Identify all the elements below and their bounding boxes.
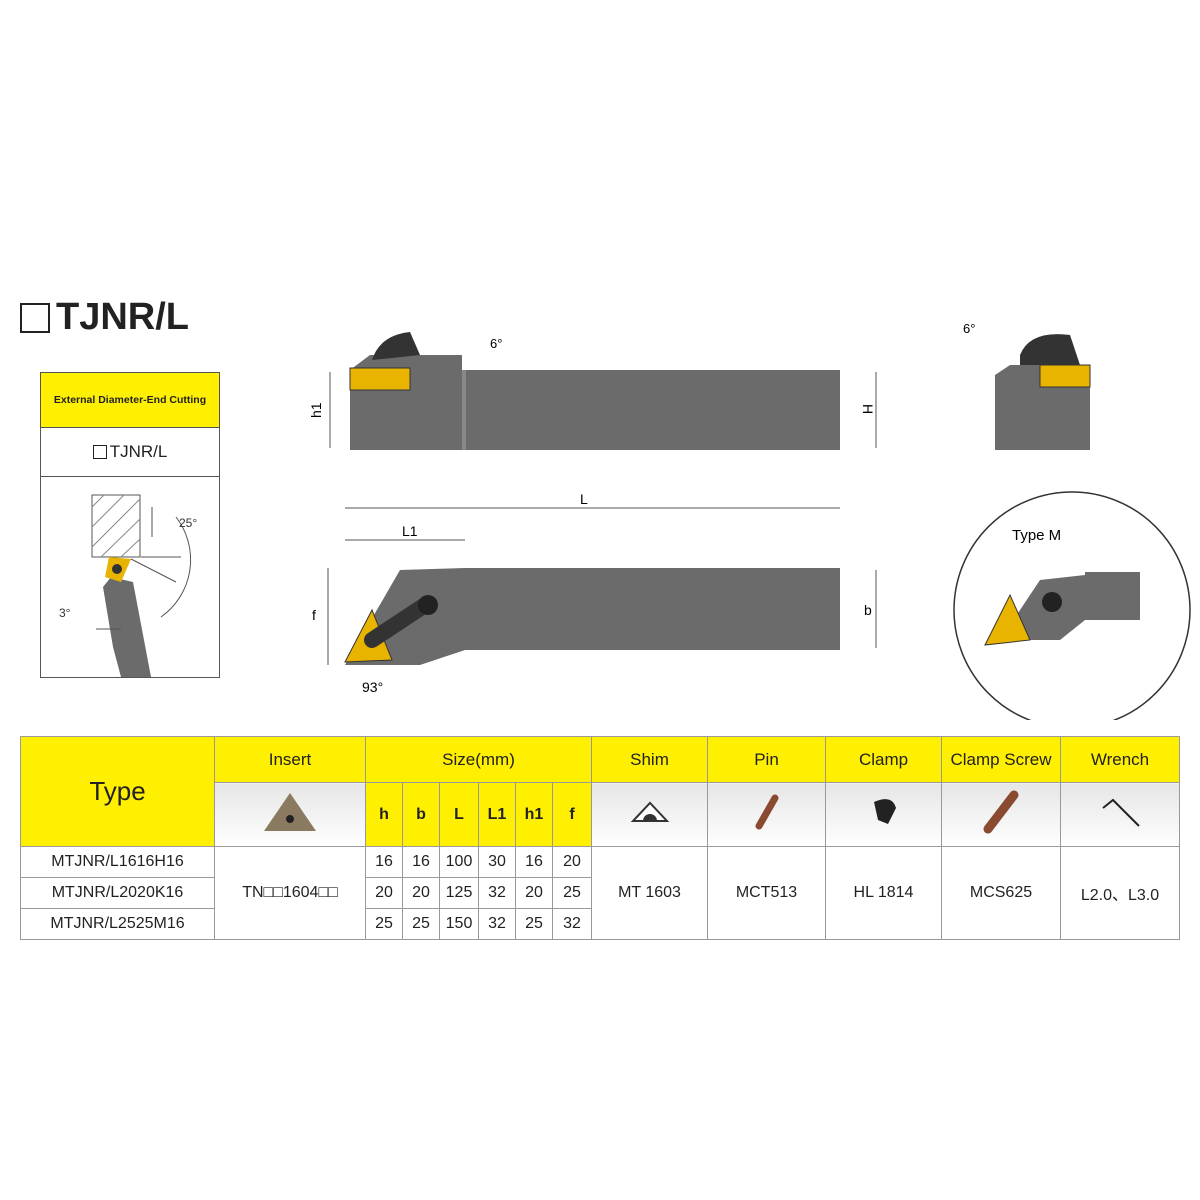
tool-drawings: h1 H 6° 6° L L1 f b 93° bbox=[308, 321, 1191, 720]
size-cell: 25 bbox=[365, 908, 403, 940]
L-label: L bbox=[580, 491, 588, 507]
size-cell: 20 bbox=[552, 846, 592, 878]
square-icon bbox=[92, 445, 107, 459]
clamp-screw-cell: MCS625 bbox=[941, 846, 1061, 940]
side-view: h1 H 6° bbox=[308, 332, 877, 450]
size-cell: 32 bbox=[478, 908, 516, 940]
type-header: Type bbox=[20, 736, 215, 847]
insert-cell: TN□□1604□□ bbox=[214, 846, 366, 940]
type-cell: MTJNR/L1616H16 bbox=[20, 846, 215, 878]
clamp-icon bbox=[825, 782, 942, 847]
size-cell: 32 bbox=[478, 877, 516, 909]
col-f: f bbox=[552, 782, 592, 847]
shim-header: Shim bbox=[591, 736, 708, 783]
spec-table: Type Insert Size(mm) Shim Pin Clamp Clam… bbox=[20, 736, 1180, 940]
size-cell: 25 bbox=[552, 877, 592, 909]
insert-icon bbox=[214, 782, 366, 847]
size-cell: 100 bbox=[439, 846, 479, 878]
type-cell: MTJNR/L2525M16 bbox=[20, 908, 215, 940]
h1-label: h1 bbox=[308, 402, 324, 418]
pin-header: Pin bbox=[707, 736, 826, 783]
shim-icon bbox=[591, 782, 708, 847]
size-cell: 20 bbox=[402, 877, 440, 909]
H-label: H bbox=[860, 404, 876, 414]
size-cell: 25 bbox=[515, 908, 553, 940]
size-cell: 16 bbox=[365, 846, 403, 878]
legend-code: TJNR/L bbox=[41, 428, 219, 477]
size-cell: 30 bbox=[478, 846, 516, 878]
size-cell: 32 bbox=[552, 908, 592, 940]
angle-3-label: 3° bbox=[59, 606, 71, 620]
wrench-cell: L2.0、L3.0 bbox=[1060, 846, 1180, 940]
page-title: TJNR/L bbox=[20, 296, 189, 339]
wrench-icon bbox=[1060, 782, 1180, 847]
size-cell: 16 bbox=[515, 846, 553, 878]
col-h1: h1 bbox=[515, 782, 553, 847]
table-row: MTJNR/L1616H16 TN□□1604□□ 16 16 100 30 1… bbox=[20, 846, 1180, 940]
type-cell: MTJNR/L2020K16 bbox=[20, 877, 215, 909]
type-m-label: Type M bbox=[1012, 527, 1061, 544]
end-view: 6° bbox=[963, 321, 1091, 450]
title-text: TJNR/L bbox=[56, 296, 189, 338]
size-cell: 150 bbox=[439, 908, 479, 940]
size-cell: 25 bbox=[402, 908, 440, 940]
legend-code-text: TJNR/L bbox=[109, 442, 168, 461]
L1-label: L1 bbox=[402, 523, 418, 539]
application-legend: External Diameter-End Cutting TJNR/L 25°… bbox=[40, 372, 220, 678]
pin-cell: MCT513 bbox=[707, 846, 826, 940]
legend-heading: External Diameter-End Cutting bbox=[41, 373, 219, 428]
size-cell: 125 bbox=[439, 877, 479, 909]
f-label: f bbox=[312, 607, 316, 623]
angle-93-label: 93° bbox=[362, 679, 383, 695]
col-b: b bbox=[402, 782, 440, 847]
angle-6-top-label: 6° bbox=[490, 336, 502, 351]
cutting-diagram: 25° 3° bbox=[59, 494, 197, 677]
clamp-cell: HL 1814 bbox=[825, 846, 942, 940]
clamp-header: Clamp bbox=[825, 736, 942, 783]
insert-header: Insert bbox=[214, 736, 366, 783]
angle-6-side-label: 6° bbox=[963, 321, 975, 336]
col-h: h bbox=[365, 782, 403, 847]
b-label: b bbox=[864, 602, 872, 618]
table-row: MTJNR/L2020K16 20 20 125 32 20 25 bbox=[20, 877, 1180, 909]
clamp-screw-header: Clamp Screw bbox=[941, 736, 1061, 783]
size-cell: 20 bbox=[365, 877, 403, 909]
shim-cell: MT 1603 bbox=[591, 846, 708, 940]
checkbox-square-icon bbox=[20, 302, 50, 333]
pin-icon bbox=[707, 782, 826, 847]
top-view: L L1 f b 93° bbox=[312, 491, 877, 695]
wrench-header: Wrench bbox=[1060, 736, 1180, 783]
size-cell: 16 bbox=[402, 846, 440, 878]
size-cell: 20 bbox=[515, 877, 553, 909]
size-header: Size(mm) bbox=[365, 736, 592, 783]
table-row: MTJNR/L2525M16 25 25 150 32 25 32 bbox=[20, 908, 1180, 940]
col-L: L bbox=[439, 782, 479, 847]
angle-25-label: 25° bbox=[179, 516, 197, 530]
type-m-detail: Type M bbox=[953, 491, 1191, 720]
col-L1: L1 bbox=[478, 782, 516, 847]
clamp-screw-icon bbox=[941, 782, 1061, 847]
